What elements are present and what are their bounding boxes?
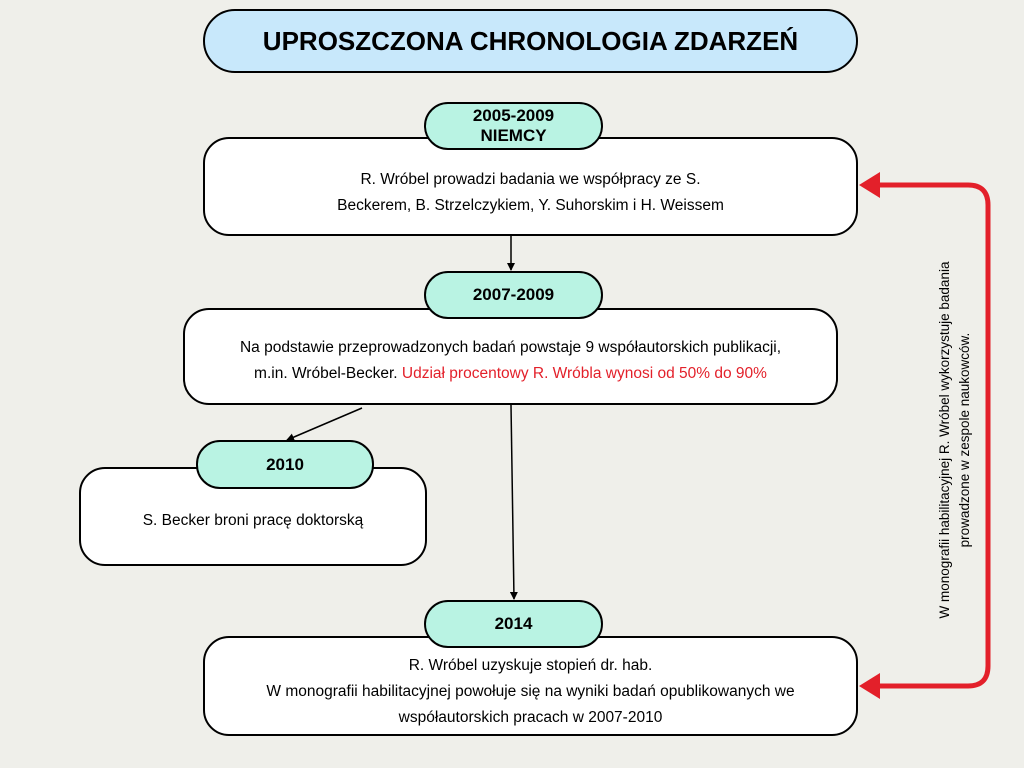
date-badge-2005-2009: 2005-2009 NIEMCY xyxy=(424,102,603,150)
event-text-line: m.in. Wróbel-Becker. Udział procentowy R… xyxy=(240,361,781,387)
event-text-line: Beckerem, B. Strzelczykiem, Y. Suhorskim… xyxy=(337,196,724,214)
page-title: UPROSZCZONA CHRONOLOGIA ZDARZEŃ xyxy=(203,9,858,73)
date-label: 2014 xyxy=(494,614,533,633)
date-badge-2010: 2010 xyxy=(196,440,374,489)
country-label: NIEMCY xyxy=(480,126,547,145)
arrow-event2-to-event3 xyxy=(286,407,363,441)
event-text-line: W monografii habilitacyjnej powołuje się… xyxy=(266,683,795,700)
event-text-line: Na podstawie przeprowadzonych badań pows… xyxy=(239,338,782,356)
date-badge-2014: 2014 xyxy=(424,600,603,648)
arrow-event2-to-event4 xyxy=(509,404,518,600)
event-text-line: R. Wróbel uzyskuje stopień dr. hab. xyxy=(408,657,653,674)
date-label: 2007-2009 xyxy=(472,285,555,304)
red-link-line xyxy=(876,182,991,689)
event-card-2014: R. Wróbel uzyskuje stopień dr. hab. W mo… xyxy=(203,636,858,736)
date-label: 2005-2009 xyxy=(472,106,555,125)
event-card-2007-2009: Na podstawie przeprowadzonych badań pows… xyxy=(183,308,838,405)
red-arrowhead-top xyxy=(859,172,880,198)
event-text-plain: m.in. Wróbel-Becker. xyxy=(254,364,402,382)
date-badge-2007-2009: 2007-2009 xyxy=(424,271,603,319)
date-label: 2010 xyxy=(266,454,304,474)
event-text-line: R. Wróbel prowadzi badania we współpracy… xyxy=(360,170,701,188)
event-text-line: S. Becker broni pracę doktorską xyxy=(142,511,364,529)
event-text-line: współautorskich pracach w 2007-2010 xyxy=(398,709,663,726)
event-text-highlight: Udział procentowy R. Wróbla wynosi od 50… xyxy=(401,364,767,382)
red-arrowhead-bottom xyxy=(859,673,880,699)
